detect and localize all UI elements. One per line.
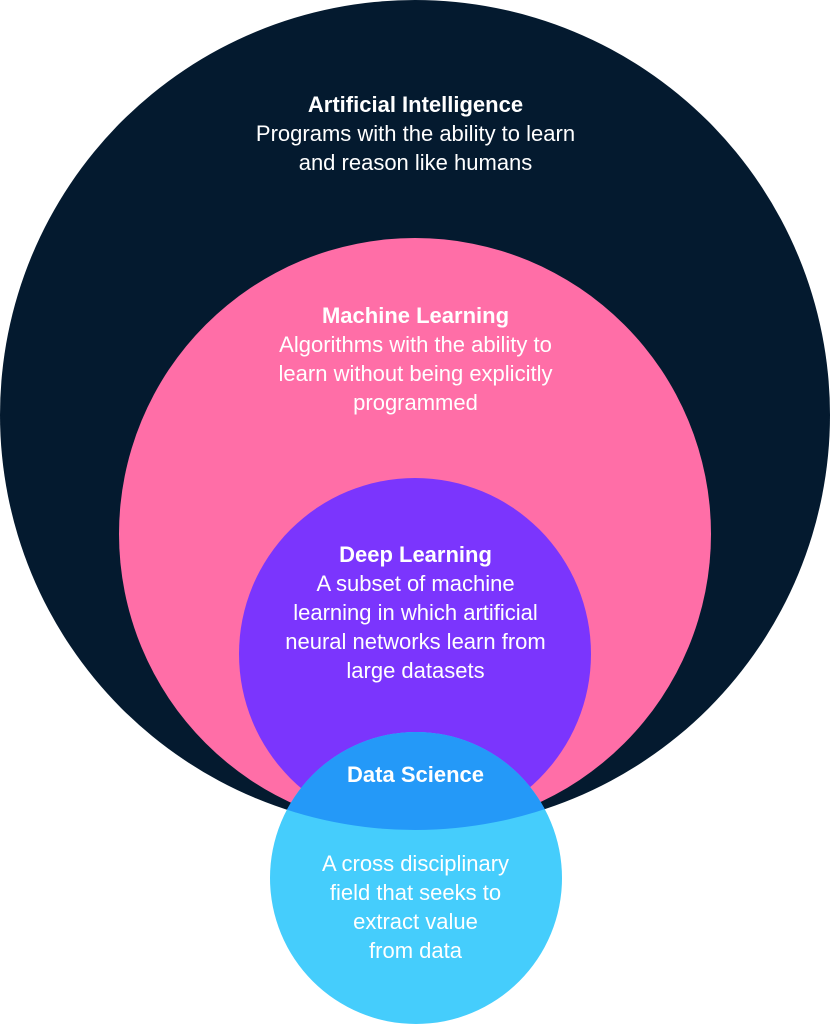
ds-overlap-region — [270, 732, 562, 830]
dl-title: Deep Learning — [339, 542, 492, 567]
ai-label: Artificial Intelligence Programs with th… — [0, 90, 831, 177]
ai-title: Artificial Intelligence — [307, 92, 524, 117]
ml-desc-line: Algorithms with the ability to — [279, 332, 552, 357]
ds-title: Data Science — [347, 762, 484, 787]
ml-title: Machine Learning — [321, 303, 510, 328]
ds-desc-line: from data — [369, 938, 462, 963]
ds-title-wrap: Data Science — [0, 760, 831, 789]
dl-desc-line: neural networks learn from — [285, 629, 546, 654]
ds-desc-line: extract value — [353, 909, 478, 934]
ml-label: Machine Learning Algorithms with the abi… — [0, 301, 831, 417]
ml-desc-line: learn without being explicitly — [278, 361, 553, 386]
ds-desc-line: field that seeks to — [329, 880, 502, 905]
dl-desc-line: A subset of machine — [316, 571, 515, 596]
dl-desc-line: large datasets — [346, 658, 485, 683]
dl-label: Deep Learning A subset of machine learni… — [0, 540, 831, 685]
ds-label: A cross disciplinary field that seeks to… — [0, 849, 831, 965]
ds-desc-line: A cross disciplinary — [321, 851, 510, 876]
ai-desc-line: and reason like humans — [298, 150, 533, 175]
dl-desc-line: learning in which artificial — [293, 600, 538, 625]
ai-desc-line: Programs with the ability to learn — [255, 121, 576, 146]
dl-circle — [239, 478, 591, 830]
ml-desc-line: programmed — [353, 390, 478, 415]
